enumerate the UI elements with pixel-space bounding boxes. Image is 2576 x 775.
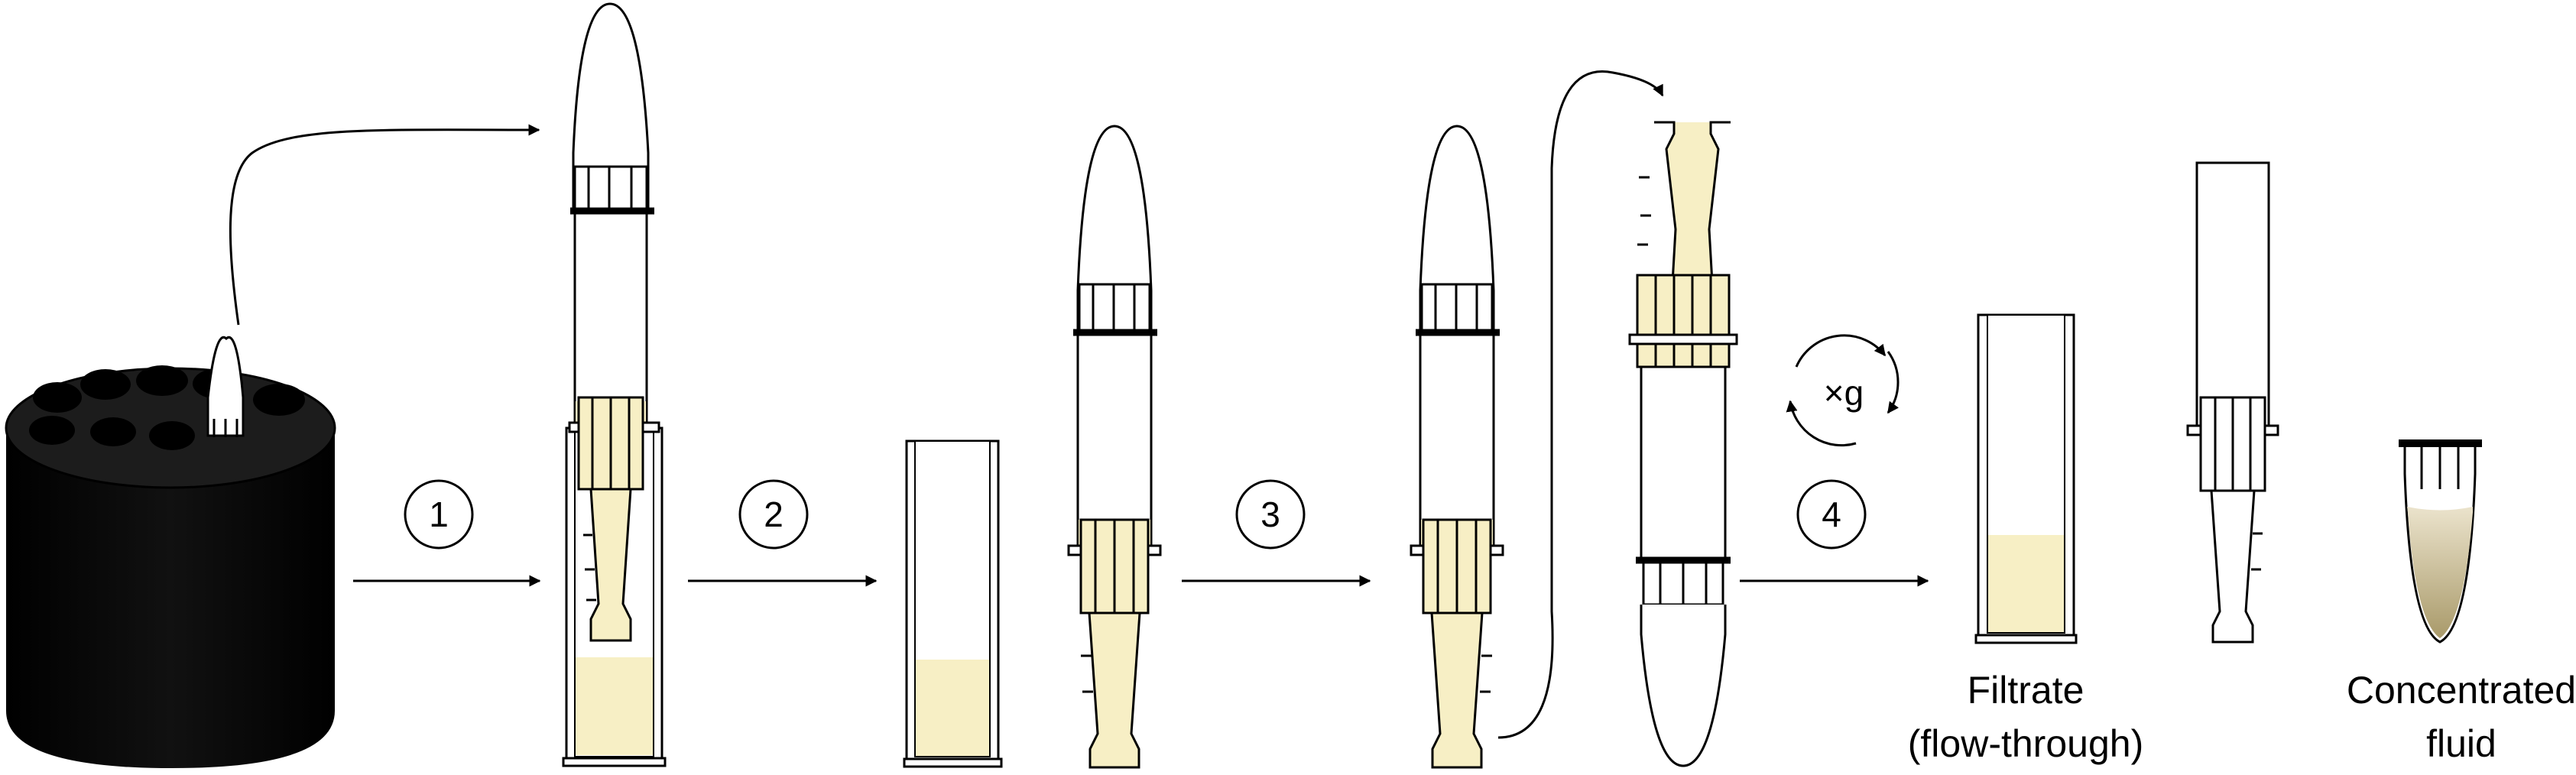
filtrate-tube-2 [1974, 313, 2078, 644]
filter-unit-step3 [1410, 125, 1504, 769]
step-4-number: 4 [1822, 495, 1841, 534]
step-4: 4 [1740, 479, 1929, 587]
step-3: 3 [1182, 479, 1371, 587]
concentrated-fluid-tube [2399, 439, 2482, 644]
filtrate-caption-line2: (flow-through) [1908, 722, 2143, 765]
step-3-number: 3 [1260, 495, 1280, 534]
inverted-assembly [1628, 121, 1738, 767]
flip-arrow [1497, 70, 1664, 739]
concentrated-caption-line1: Concentrated [2347, 669, 2576, 712]
empty-filter-unit [2186, 161, 2279, 644]
tube-assembly-1 [562, 2, 667, 767]
filter-unit-capped [1067, 125, 1162, 769]
transfer-arrow [229, 124, 540, 326]
step-1: 1 [353, 479, 541, 587]
step-2-number: 2 [764, 495, 784, 534]
step-1-number: 1 [429, 495, 449, 534]
centrifuge-rotor [5, 336, 336, 768]
filtrate-tube-1 [903, 439, 1003, 768]
centrifuge-label: ×g [1824, 373, 1864, 413]
concentrated-caption-line2: fluid [2426, 722, 2497, 765]
centrifuge-cycle-icon: ×g [1786, 334, 1900, 447]
filtrate-caption-line1: Filtrate [1968, 669, 2084, 712]
step-2: 2 [688, 479, 878, 587]
